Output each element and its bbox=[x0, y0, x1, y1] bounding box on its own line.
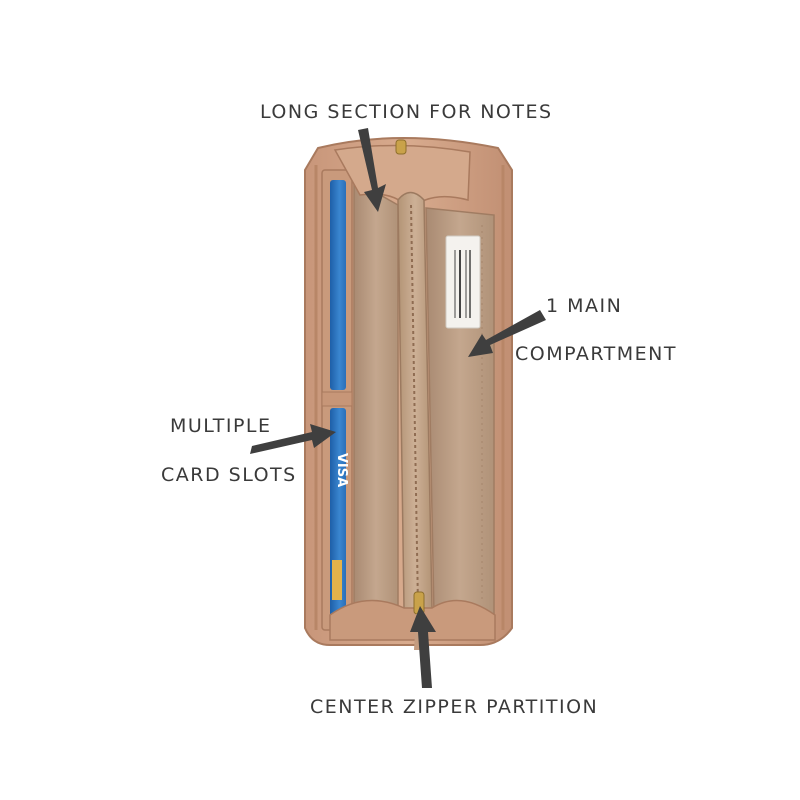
card-slot-divider bbox=[321, 391, 353, 407]
brand-tag bbox=[445, 235, 481, 329]
blue-card-top bbox=[330, 180, 346, 390]
label-main-line1: 1 MAIN bbox=[546, 295, 623, 317]
label-cards-line1: MULTIPLE bbox=[170, 415, 272, 437]
arrow-notes bbox=[358, 128, 386, 212]
notes-section-interior bbox=[353, 178, 399, 631]
top-zipper-pull bbox=[395, 139, 407, 155]
label-main-line2: COMPARTMENT bbox=[515, 343, 677, 365]
arrow-card-slots bbox=[250, 424, 336, 454]
label-notes-section: LONG SECTION FOR NOTES bbox=[260, 101, 553, 123]
label-cards-line2: CARD SLOTS bbox=[161, 464, 297, 486]
label-center-zipper: CENTER ZIPPER PARTITION bbox=[310, 696, 599, 718]
arrow-main-compartment bbox=[468, 310, 546, 357]
center-zipper-teeth bbox=[410, 204, 419, 607]
visa-card-brand: VISA bbox=[334, 453, 349, 487]
card-gold-strip bbox=[332, 560, 342, 600]
arrow-zipper bbox=[410, 606, 436, 688]
bottom-gusset bbox=[329, 599, 496, 641]
